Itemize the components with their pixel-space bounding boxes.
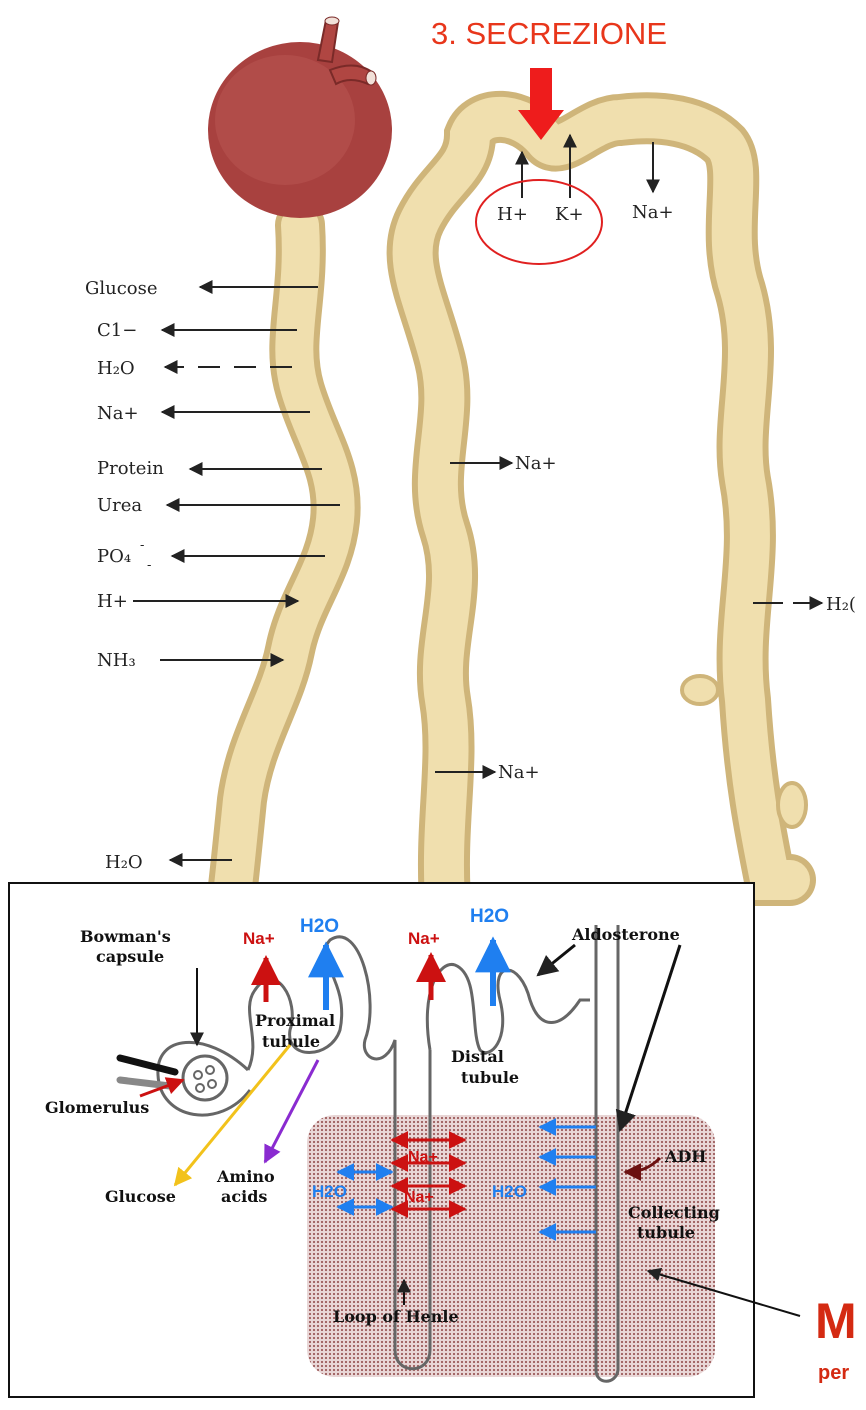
medulla-region: [307, 1115, 715, 1377]
label-phosphate: PO₄: [97, 546, 131, 567]
inset-adh: ADH: [664, 1147, 706, 1166]
label-ammonia: NH₃: [97, 650, 136, 671]
label-urea: Urea: [97, 495, 142, 516]
label-sodium: Na+: [97, 403, 139, 424]
collecting-h2o-label: H₂(: [826, 594, 856, 615]
inset-bowman-line1: Bowman's: [80, 927, 171, 946]
inset-collecting-line2: tubule: [637, 1223, 695, 1242]
secretion-na-label: Na+: [632, 202, 674, 223]
ascending-na-1: Na+: [515, 453, 557, 474]
inset-na-loop-2: Na+: [404, 1189, 434, 1206]
inset-na-proximal: Na+: [243, 929, 275, 948]
inset-proximal-line2: tubule: [262, 1032, 320, 1051]
secretion-h-label: H+: [497, 204, 528, 225]
label-protein: Protein: [97, 458, 164, 479]
inset-distal-line1: Distal: [451, 1047, 504, 1066]
label-glucose: Glucose: [85, 278, 158, 299]
label-h2o-bottom: H₂O: [105, 852, 143, 873]
inset-collecting-line1: Collecting: [628, 1203, 720, 1222]
inset-amino-line1: Amino: [216, 1167, 275, 1186]
inset-h2o-loop: H2O: [312, 1182, 347, 1201]
secretion-k-label: K+: [555, 204, 584, 225]
medulla-caption: per: [818, 1362, 849, 1384]
label-hydrogen: H+: [97, 591, 128, 612]
label-h2o-top: H₂O: [97, 358, 135, 379]
label-phosphate-sub: -: [147, 558, 151, 573]
inset-h2o-distal: H2O: [470, 906, 509, 927]
inset-glucose: Glucose: [105, 1187, 176, 1206]
inset-amino-line2: acids: [221, 1187, 267, 1206]
medulla-letter: M: [815, 1293, 857, 1349]
inset-loop-of-henle: Loop of Henle: [333, 1307, 459, 1326]
inset-glomerulus: Glomerulus: [45, 1098, 149, 1117]
secretion-title: 3. SECREZIONE: [431, 16, 667, 51]
label-chloride: C1−: [97, 320, 137, 341]
inset-bowman-line2: capsule: [96, 947, 164, 966]
label-phosphate-sup: -: [140, 538, 144, 553]
inset-h2o-proximal: H2O: [300, 916, 339, 937]
inset-distal-line2: tubule: [461, 1068, 519, 1087]
ascending-na-2: Na+: [498, 762, 540, 783]
inset-na-distal: Na+: [408, 929, 440, 948]
inset-proximal-line1: Proximal: [255, 1011, 335, 1030]
inset-h2o-collect: H2O: [492, 1182, 527, 1201]
inset-na-loop-1: Na+: [408, 1149, 438, 1166]
inset-aldosterone: Aldosterone: [571, 925, 680, 944]
